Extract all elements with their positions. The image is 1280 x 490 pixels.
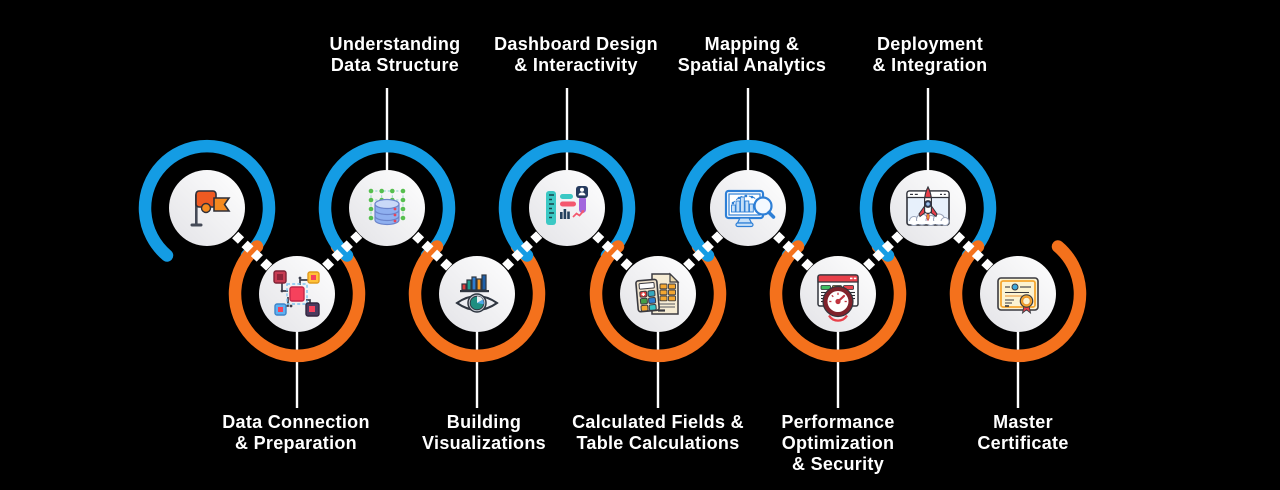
label-line: Master: [993, 412, 1053, 432]
label-line: Data Structure: [330, 55, 460, 75]
label-line: & Security: [791, 454, 885, 474]
label-line: Building: [446, 412, 522, 432]
label-line: Dashboard Design: [494, 34, 658, 54]
label-line: & Interactivity: [514, 55, 638, 75]
data-connection-icon: [273, 270, 320, 317]
label-calculated-fields: Calculated Fields & Table Calculations: [538, 412, 778, 454]
progress-rings: [138, 139, 1087, 363]
dashboard-design-icon: [546, 186, 588, 225]
label-line: Data Connection: [222, 412, 370, 432]
mapping-analytics-icon: [724, 189, 776, 228]
label-line: Optimization: [781, 433, 895, 453]
calculations-icon: [635, 272, 680, 315]
label-line: & Integration: [872, 55, 988, 75]
label-performance-security: Performance Optimization & Security: [718, 412, 958, 475]
label-line: Visualizations: [422, 433, 546, 453]
performance-security-icon: [817, 274, 859, 322]
label-line: Table Calculations: [576, 433, 740, 453]
label-data-structure: Understanding Data Structure: [275, 34, 515, 76]
label-dashboard-design: Dashboard Design & Interactivity: [456, 34, 696, 76]
label-line: Spatial Analytics: [677, 55, 827, 75]
label-line: Performance: [781, 412, 895, 432]
label-building-visualizations: Building Visualizations: [364, 412, 604, 454]
label-line: Deployment: [876, 34, 984, 54]
visualization-eye-icon: [455, 274, 499, 313]
label-line: Calculated Fields &: [572, 412, 744, 432]
label-mapping-analytics: Mapping & Spatial Analytics: [632, 34, 872, 76]
label-line: Certificate: [977, 433, 1069, 453]
deployment-icon: [906, 185, 950, 226]
label-deployment: Deployment & Integration: [810, 34, 1050, 76]
label-line: Mapping &: [704, 34, 800, 54]
label-data-connection: Data Connection & Preparation: [176, 412, 416, 454]
data-structure-icon: [368, 188, 406, 226]
label-line: & Preparation: [235, 433, 357, 453]
milestone-flag-icon: [190, 190, 231, 227]
label-line: Understanding: [329, 34, 461, 54]
certificate-icon: [997, 277, 1039, 315]
label-master-certificate: Master Certificate: [903, 412, 1143, 454]
